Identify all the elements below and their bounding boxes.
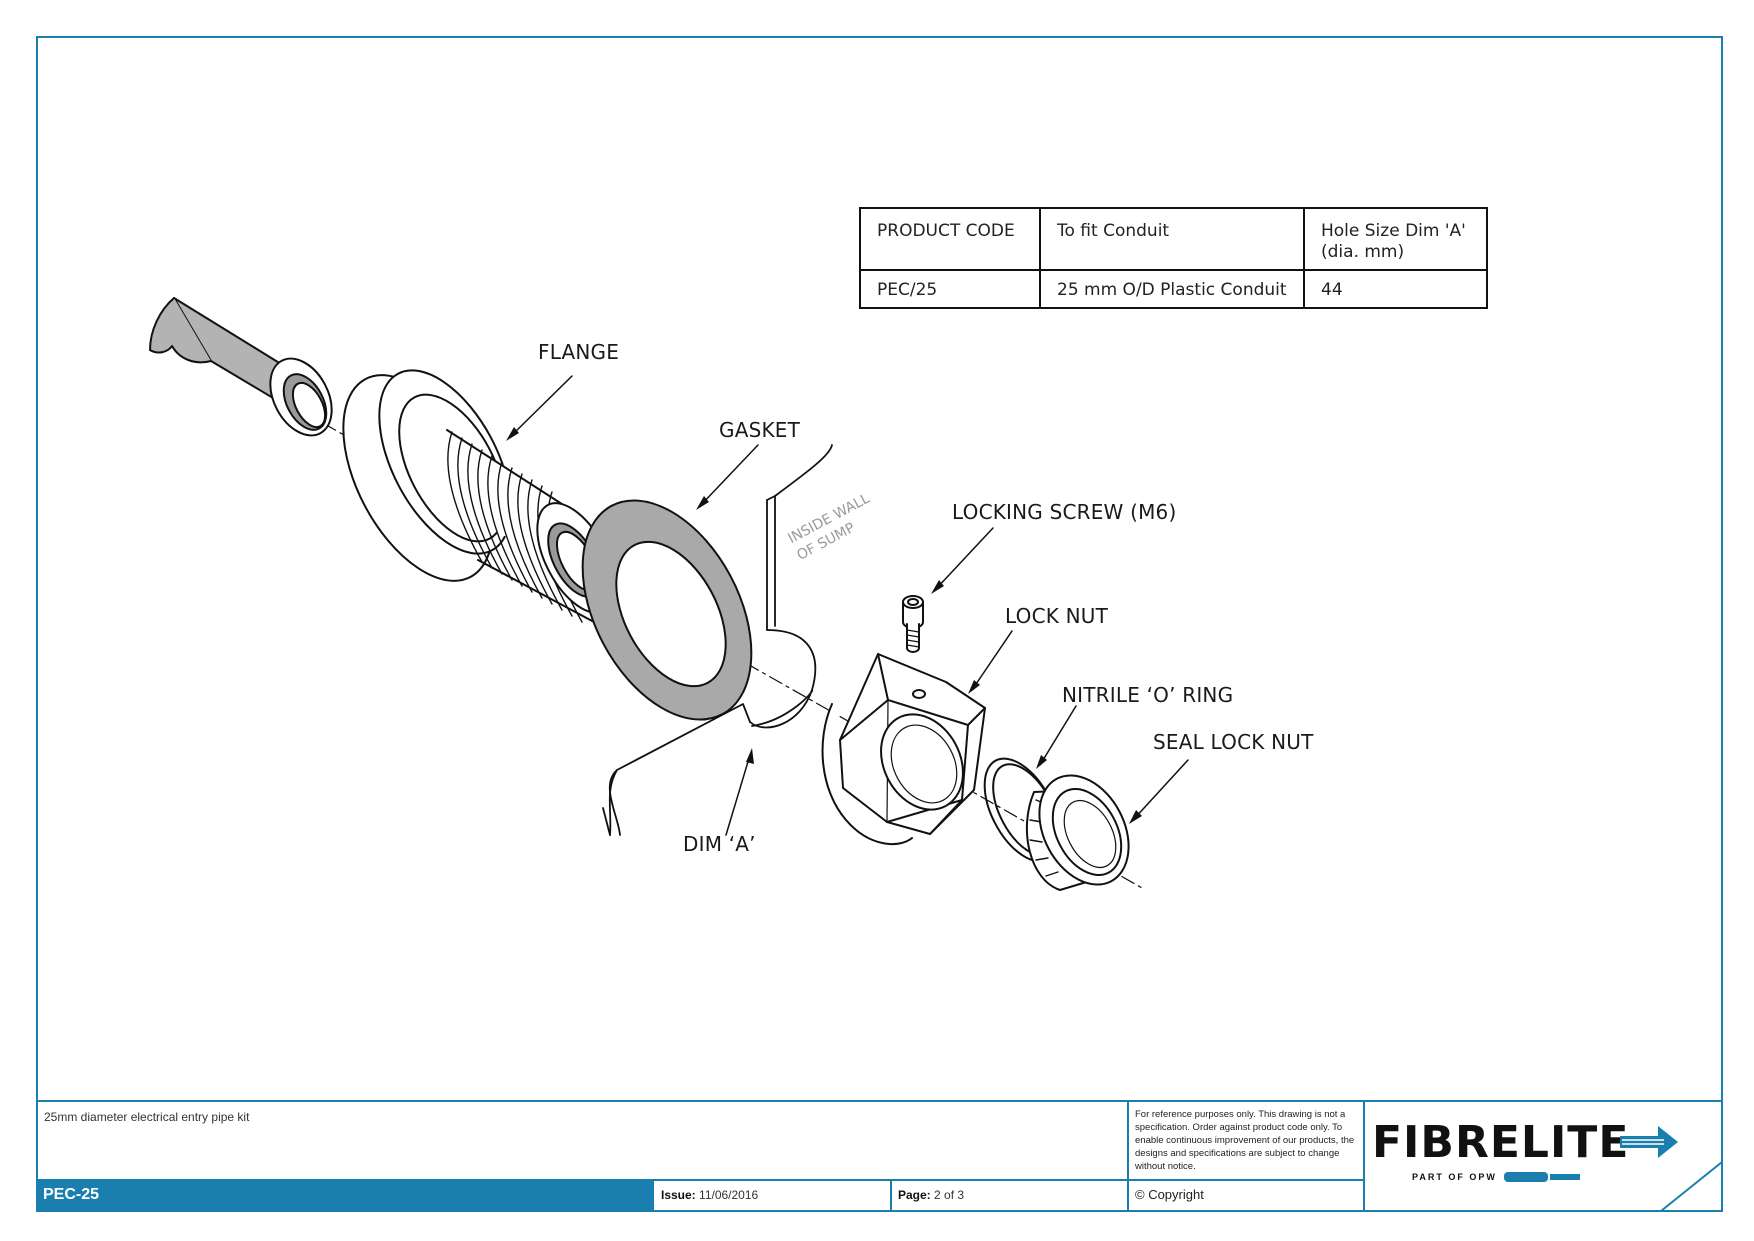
label-seal-lock-nut: SEAL LOCK NUT — [1153, 730, 1314, 754]
logo-subtitle: PART OF OPW — [1412, 1172, 1497, 1182]
leader-arrowheads — [506, 427, 1142, 824]
table-row: PEC/25 25 mm O/D Plastic Conduit 44 — [859, 269, 1488, 309]
conduit-pipe — [149, 297, 333, 437]
label-locking-screw: LOCKING SCREW (M6) — [952, 500, 1177, 524]
fibrelite-logo: FIBRELITE — [1372, 1117, 1630, 1168]
sump-wall — [602, 444, 833, 836]
page-number: 2 of 3 — [934, 1188, 965, 1202]
header-conduit: To fit Conduit — [1039, 207, 1305, 271]
label-dim-a: DIM ‘A’ — [683, 832, 756, 856]
cell-product-code: PEC/25 — [859, 269, 1041, 309]
issue-label: Issue: — [661, 1188, 696, 1202]
opw-badge-icon — [1504, 1172, 1580, 1182]
drawing-description: 25mm diameter electrical entry pipe kit — [44, 1110, 250, 1124]
label-flange: FLANGE — [538, 340, 620, 364]
logo-arrow-icon — [1620, 1126, 1678, 1158]
cell-hole-size: 44 — [1303, 269, 1488, 309]
seal-lock-nut — [1025, 774, 1130, 891]
table-header-row: PRODUCT CODE To fit Conduit Hole Size Di… — [859, 207, 1488, 271]
disclaimer-note: For reference purposes only. This drawin… — [1135, 1109, 1355, 1172]
locking-screw — [902, 595, 924, 653]
copyright: © Copyright — [1135, 1187, 1204, 1202]
label-o-ring: NITRILE ‘O’ RING — [1062, 683, 1234, 707]
cell-conduit: 25 mm O/D Plastic Conduit — [1039, 269, 1305, 309]
issue-date: 11/06/2016 — [699, 1188, 759, 1202]
label-lock-nut: LOCK NUT — [1005, 604, 1109, 628]
spec-table: PRODUCT CODE To fit Conduit Hole Size Di… — [859, 207, 1488, 309]
header-hole-size: Hole Size Dim 'A' (dia. mm) — [1303, 207, 1488, 271]
title-block: 25mm diameter electrical entry pipe kit … — [36, 1100, 1723, 1212]
label-gasket: GASKET — [719, 418, 801, 442]
leader-lines — [509, 375, 1189, 836]
issue-field: Issue: 11/06/2016 — [661, 1188, 758, 1202]
page-label: Page: — [898, 1188, 931, 1202]
product-code: PEC-25 — [43, 1186, 100, 1203]
page-field: Page: 2 of 3 — [898, 1188, 964, 1202]
header-product-code: PRODUCT CODE — [859, 207, 1041, 271]
gasket — [581, 499, 753, 721]
product-code-bar — [36, 1180, 653, 1210]
lock-nut — [821, 653, 986, 846]
